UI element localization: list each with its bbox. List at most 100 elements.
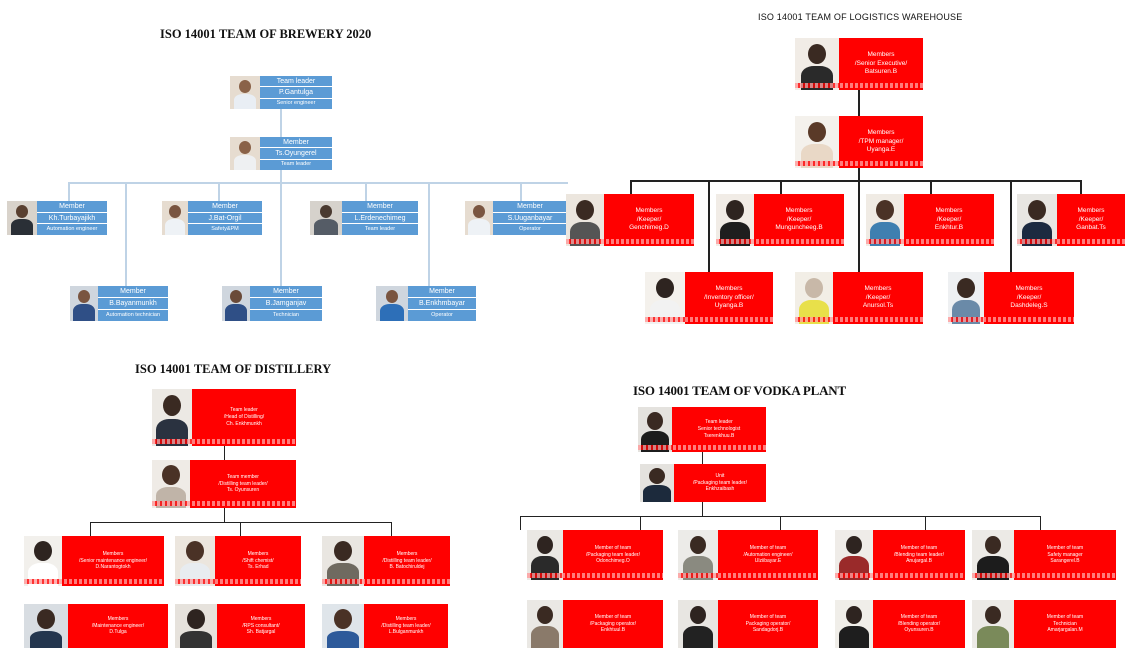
node-title: Team leader — [280, 161, 312, 168]
node-name: Sarangerel.B — [1050, 558, 1080, 565]
contact-strip — [716, 239, 844, 244]
node-role: Members — [867, 50, 895, 58]
brewery-member-node: Member Kh.Turbayajikh Automation enginee… — [7, 201, 107, 235]
node-title: /Keeper/ — [936, 215, 962, 223]
member-photo — [835, 600, 873, 648]
contact-strip — [1017, 239, 1125, 244]
connector — [90, 522, 91, 536]
contact-strip — [795, 161, 923, 166]
member-photo — [645, 272, 685, 324]
member-photo — [795, 38, 839, 90]
node-role: Members — [864, 284, 892, 292]
logistics-member-node: Members /Keeper/ Munguncheeg.B — [716, 194, 844, 246]
vodka-member-node: Member of team Packaging operator/ Sanda… — [678, 600, 818, 648]
node-title: /Maintenance engineer/ — [91, 622, 145, 629]
member-photo — [152, 389, 192, 446]
brewery-member-node: Member Ts.Oyungerel Team leader — [230, 137, 332, 170]
member-photo — [322, 604, 364, 648]
node-role: Member of team — [749, 613, 787, 620]
node-name: B.Bayanmunkh — [98, 298, 168, 310]
member-photo — [640, 464, 674, 502]
node-role: Members — [1077, 206, 1105, 214]
connector — [780, 180, 782, 194]
node-title: /Distilling team leader/ — [218, 480, 268, 487]
member-photo — [1017, 194, 1057, 246]
node-title: /Keeper/ — [865, 293, 891, 301]
contact-strip — [152, 501, 296, 506]
connector — [1010, 182, 1012, 272]
node-name: B.Enkhmbayar — [408, 298, 476, 310]
node-name: P.Gantulga — [260, 87, 332, 99]
connector — [630, 180, 632, 194]
member-photo — [230, 76, 260, 109]
connector — [68, 182, 568, 184]
member-photo — [972, 600, 1014, 648]
node-title: /Blending operator/ — [897, 620, 941, 627]
node-role: Member — [188, 201, 262, 213]
logistics-title: ISO 14001 TEAM OF LOGISTICS WAREHOUSE — [758, 12, 963, 22]
node-role: Members — [102, 550, 124, 557]
node-name: L.Erdenechimeg — [342, 213, 418, 225]
connector — [1080, 180, 1082, 194]
node-name: Sandagdorj.B — [752, 627, 784, 634]
node-name: Ulziibayar.E — [754, 558, 782, 565]
node-title: Senior technologist — [697, 426, 741, 433]
distillery-member-node: Members /Distilling team leader/ B. Bato… — [322, 536, 450, 586]
node-name: Kh.Turbayajikh — [37, 213, 107, 225]
node-role: Members — [1015, 284, 1043, 292]
logistics-member-node: Members /Keeper/ Ganbat.Ts — [1017, 194, 1125, 246]
connector — [224, 446, 225, 460]
brewery-team-leader-node: Team leader P.Gantulga Senior engineer — [230, 76, 332, 109]
connector — [428, 184, 430, 286]
node-role: Members — [867, 128, 895, 136]
member-photo — [7, 201, 37, 235]
node-title: /Shift chemist/ — [242, 557, 274, 564]
node-role: Members — [715, 284, 743, 292]
brewery-title: ISO 14001 TEAM OF BREWERY 2020 — [160, 27, 372, 41]
contact-strip — [948, 317, 1074, 322]
node-name: Munguncheeg.B — [775, 224, 823, 232]
contact-strip — [835, 573, 965, 578]
node-name: Ganbat.Ts — [1076, 224, 1106, 232]
connector — [630, 180, 1082, 182]
node-name: D.Tulga — [109, 629, 127, 636]
node-title: /Packaging team leader/ — [586, 551, 640, 558]
node-name: Ts. Erhad — [247, 564, 269, 571]
connector — [858, 182, 860, 272]
member-photo — [310, 201, 342, 235]
node-title: Safety manager — [1047, 551, 1083, 558]
contact-strip — [24, 579, 164, 584]
distillery-member-node: Members /Distilling team leader/ L.Bulga… — [322, 604, 448, 648]
member-photo — [175, 604, 217, 648]
contact-strip — [678, 573, 818, 578]
connector — [520, 182, 522, 202]
connector — [224, 508, 225, 522]
node-role: Member — [37, 201, 107, 213]
connector — [125, 184, 127, 286]
vodka-member-node: Member of team Technician Amarjargalan.M — [972, 600, 1116, 648]
member-photo — [70, 286, 98, 321]
connector — [1040, 516, 1041, 530]
node-title: /Distilling team leader/ — [382, 557, 432, 564]
node-title: /Blending team leader/ — [893, 551, 945, 558]
brewery-member-node: Member B.Enkhmbayar Operator — [376, 286, 476, 321]
node-role: Members — [107, 615, 129, 622]
node-role: Members — [396, 550, 418, 557]
node-name: Genchimeg.D — [629, 224, 669, 232]
node-name: Uyanga.B — [714, 302, 744, 310]
logistics-member-node: Members /Senior Executive/ Batsuren.B — [795, 38, 923, 90]
distillery-member-node: Members /RPS consultant/ Sh. Batjargal — [175, 604, 305, 648]
vodka-member-node: Member of team /Packaging operator/ Enkh… — [527, 600, 663, 648]
node-name: Ts.Oyungerel — [260, 148, 332, 160]
logistics-member-node: Members /Inventory officer/ Uyanga.B — [645, 272, 773, 324]
node-name: L.Bulganmunkh — [388, 629, 424, 636]
node-role: Member of team — [594, 544, 632, 551]
node-title: /TPM manager/ — [858, 137, 904, 145]
node-role: Members — [785, 206, 813, 214]
node-title: /Distilling team leader/ — [381, 622, 431, 629]
contact-strip — [638, 445, 766, 450]
node-title: /Packaging team leader/ — [693, 479, 747, 486]
brewery-member-node: Member L.Erdenechimeg Team leader — [310, 201, 418, 235]
connector — [68, 182, 70, 202]
node-name: Ts. Oyunsuren — [226, 487, 260, 494]
